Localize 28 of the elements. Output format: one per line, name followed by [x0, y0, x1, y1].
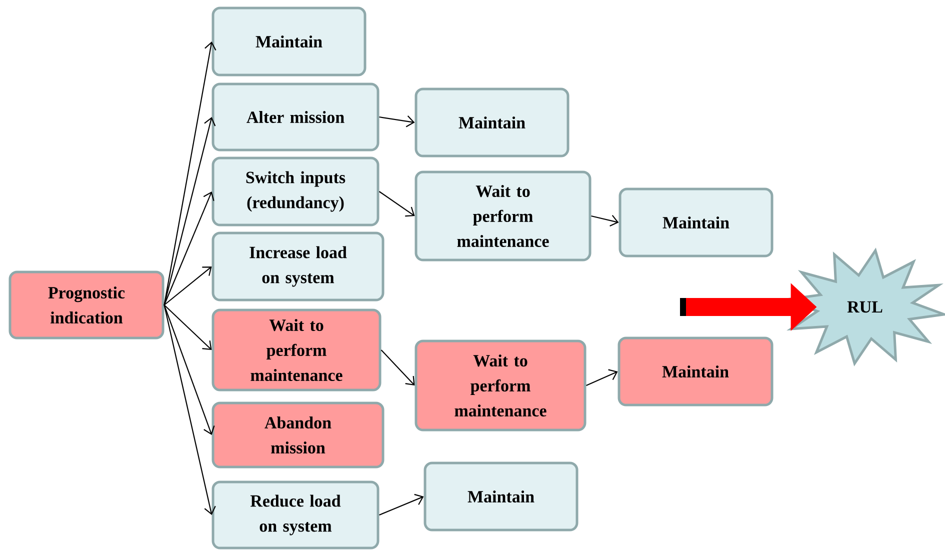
arrow [164, 117, 216, 306]
arrow [378, 191, 415, 217]
arrow [164, 42, 216, 306]
arrow [586, 369, 618, 386]
process-box: Maintain [212, 6, 366, 76]
process-box: Switch inputs (redundancy) [212, 156, 380, 226]
process-box: Alter mission [212, 82, 380, 152]
arrow [164, 304, 216, 515]
arrow [379, 494, 424, 516]
arrow [164, 304, 215, 435]
process-box: Reduce load on system [212, 480, 380, 550]
process-box: Abandon mission [212, 402, 384, 468]
process-box: Wait to perform maintenance [414, 170, 592, 262]
process-box: Maintain [618, 336, 774, 406]
arrow [164, 192, 214, 306]
arrow [591, 215, 619, 227]
process-box: Maintain [424, 462, 578, 532]
arrow [164, 304, 212, 350]
arrow [380, 350, 415, 386]
starburst: RUL [780, 248, 945, 366]
process-box: Wait to perform maintenance [414, 340, 586, 432]
arrow [379, 115, 415, 128]
arrow [164, 266, 212, 306]
process-box: Maintain [414, 88, 570, 158]
process-box: Wait to perform maintenance [212, 308, 382, 392]
process-box: Maintain [618, 188, 774, 258]
process-box: Prognostic indication [8, 270, 164, 340]
process-box: Increase load on system [212, 232, 384, 302]
